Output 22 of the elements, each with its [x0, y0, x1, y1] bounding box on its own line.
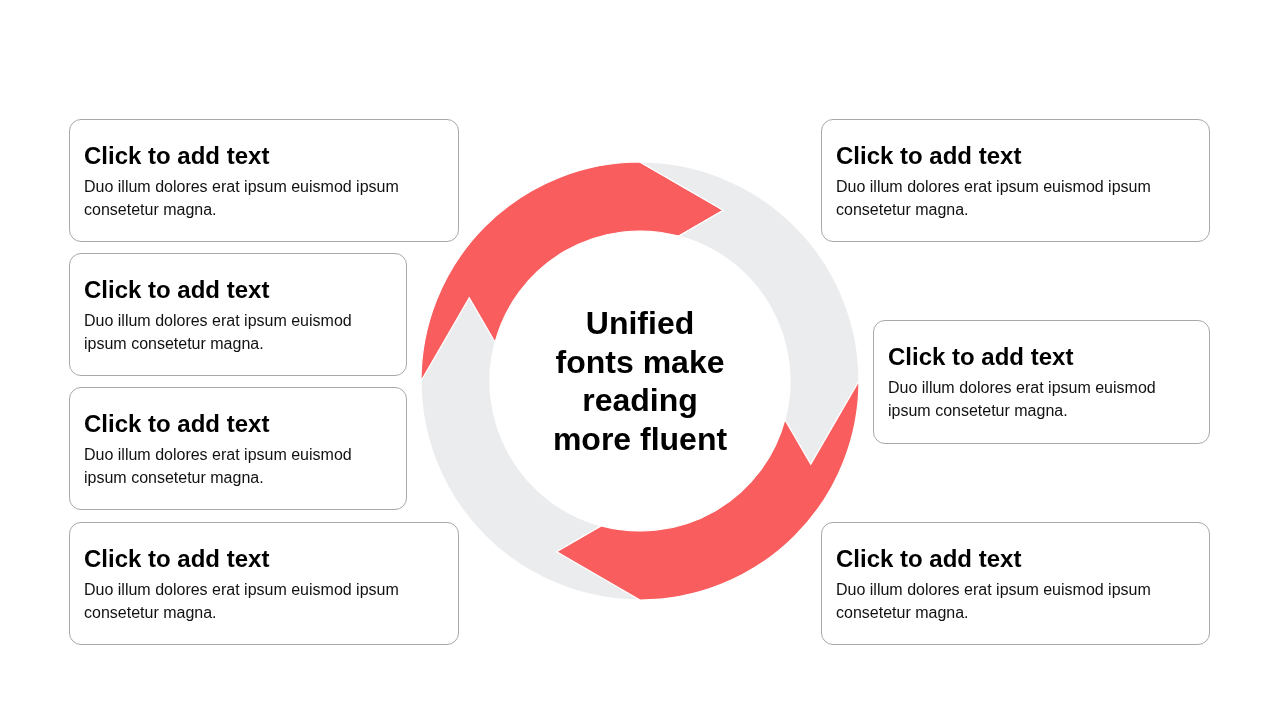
card-text: Duo illum dolores erat ipsum euismod ipsum consetetur magna.	[84, 580, 400, 623]
text-card	[69, 522, 459, 645]
card-text: Duo illum dolores erat ipsum euismod ipsum consetetur magna.	[84, 445, 353, 488]
card-text: Duo illum dolores erat ipsum euismod ipsum consetetur magna.	[836, 580, 1152, 623]
card-text: Duo illum dolores erat ipsum euismod ipsum consetetur magna.	[888, 378, 1157, 421]
card-text: Duo illum dolores erat ipsum euismod ipsum consetetur magna.	[84, 311, 353, 354]
card-title: Click to add text	[836, 544, 1023, 574]
card-title: Click to add text	[836, 141, 1023, 171]
card-title: Click to add text	[84, 409, 271, 439]
card-text: Duo illum dolores erat ipsum euismod ipsum consetetur magna.	[836, 177, 1152, 220]
text-card	[873, 320, 1210, 444]
center-text: Unified fonts make reading more fluent	[551, 304, 729, 458]
text-card	[69, 119, 459, 242]
text-card	[69, 253, 407, 376]
card-title: Click to add text	[84, 275, 271, 305]
text-card	[69, 387, 407, 510]
card-title: Click to add text	[888, 342, 1075, 372]
text-card	[821, 522, 1210, 645]
card-title: Click to add text	[84, 141, 271, 171]
card-text: Duo illum dolores erat ipsum euismod ipsum consetetur magna.	[84, 177, 400, 220]
card-title: Click to add text	[84, 544, 271, 574]
text-card	[821, 119, 1210, 242]
